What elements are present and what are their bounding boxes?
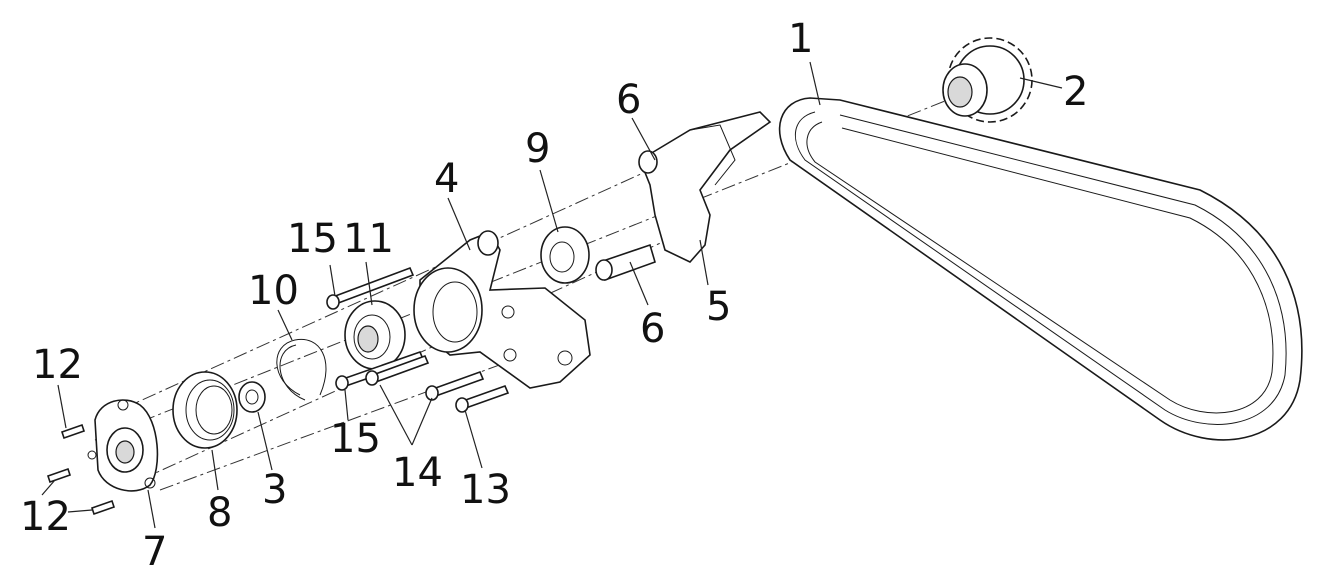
label-7: 7 — [142, 529, 167, 575]
tensioner-arm-part — [595, 111, 772, 282]
circlip-part — [276, 338, 327, 401]
label-11: 11 — [343, 216, 394, 262]
sprocket-part — [942, 37, 1033, 123]
label-6-top: 6 — [616, 77, 641, 123]
label-12-bottom: 12 — [20, 494, 71, 540]
seal-part — [172, 371, 238, 449]
end-cover-part — [87, 399, 159, 492]
label-9: 9 — [525, 126, 550, 172]
label-12-top: 12 — [32, 342, 83, 388]
label-1: 1 — [788, 16, 813, 62]
bearing-part — [344, 300, 406, 370]
label-8: 8 — [207, 490, 232, 536]
leader-lines — [41, 61, 1063, 529]
housing-bracket-part — [413, 230, 591, 389]
label-15-bottom: 15 — [330, 416, 381, 462]
label-3: 3 — [262, 467, 287, 513]
part-labels: 1 2 3 4 5 6 6 7 8 9 10 11 12 12 13 14 15… — [20, 16, 1088, 575]
label-2: 2 — [1063, 69, 1088, 115]
spacer-ring-part — [540, 226, 590, 284]
label-5: 5 — [706, 284, 731, 330]
belt-part — [778, 97, 1303, 441]
label-14: 14 — [392, 450, 443, 496]
label-6-bottom: 6 — [640, 306, 665, 352]
label-4: 4 — [434, 156, 459, 202]
label-13: 13 — [460, 467, 511, 513]
label-15-top: 15 — [287, 216, 338, 262]
label-10: 10 — [248, 268, 299, 314]
screws — [46, 266, 510, 516]
nut-part — [238, 381, 266, 413]
